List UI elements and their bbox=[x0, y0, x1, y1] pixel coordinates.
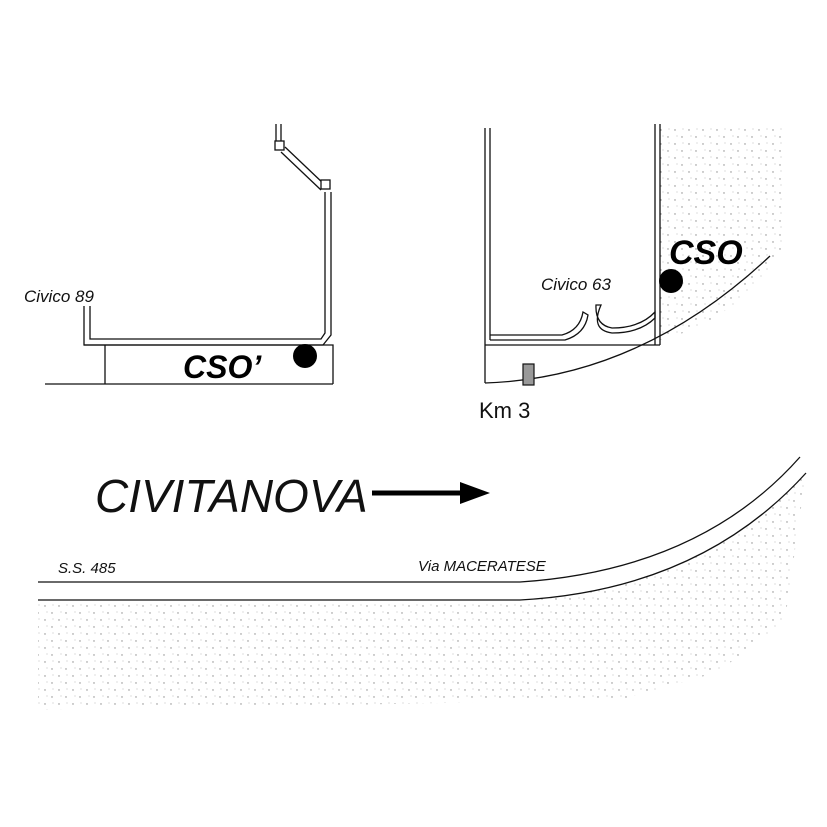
cso-label: CSO bbox=[669, 234, 743, 272]
left-post-top bbox=[274, 140, 285, 151]
bottom-road bbox=[38, 456, 807, 710]
left-wall-inner bbox=[89, 192, 326, 340]
civico-63-label: Civico 63 bbox=[541, 275, 611, 294]
cso-prime-label: CSO’ bbox=[183, 349, 262, 385]
right-dotted-area bbox=[660, 124, 785, 340]
right-detail bbox=[484, 124, 785, 386]
civico-89-label: Civico 89 bbox=[24, 287, 94, 306]
right-recess-right bbox=[595, 304, 656, 334]
cso-prime-marker bbox=[293, 344, 317, 368]
left-wall-outer bbox=[83, 192, 332, 346]
left-diagonal-a bbox=[284, 146, 326, 186]
road-upper-edge bbox=[38, 456, 801, 583]
left-post-bottom bbox=[320, 179, 331, 190]
km-label: Km 3 bbox=[479, 398, 530, 423]
cso-marker bbox=[659, 269, 683, 293]
road-lower-edge bbox=[38, 472, 807, 601]
direction-arrow-icon bbox=[372, 482, 490, 504]
left-diagonal-b bbox=[280, 151, 322, 191]
km-marker-post bbox=[522, 363, 535, 386]
left-detail bbox=[45, 124, 334, 385]
bottom-dotted-area bbox=[38, 473, 806, 710]
right-recess-left bbox=[490, 310, 589, 341]
direction-label: CIVITANOVA bbox=[95, 470, 368, 522]
ss-485-label: S.S. 485 bbox=[58, 560, 116, 577]
via-maceratese-label: Via MACERATESE bbox=[418, 558, 547, 575]
